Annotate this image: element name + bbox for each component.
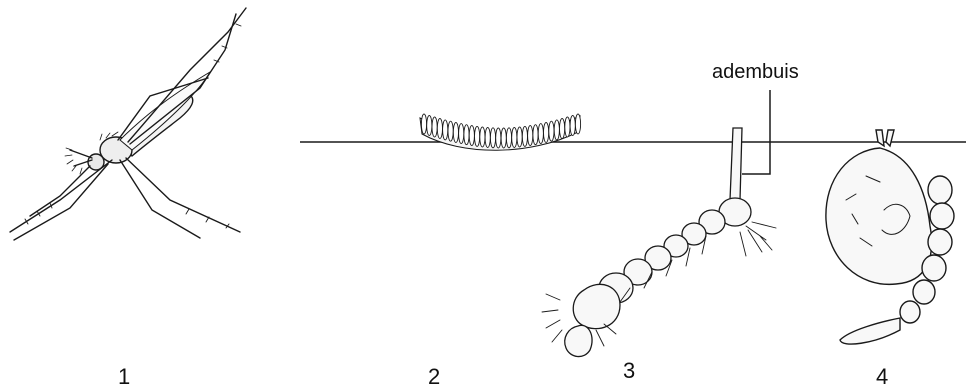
egg-cell bbox=[538, 124, 543, 144]
egg-cell bbox=[501, 128, 506, 148]
egg-cell bbox=[490, 128, 495, 148]
callout-leader-line bbox=[742, 90, 770, 174]
pupa-illustration bbox=[826, 130, 954, 344]
egg-cell bbox=[533, 125, 538, 145]
egg-cell bbox=[522, 126, 527, 146]
egg-cell bbox=[570, 116, 575, 136]
egg-cell bbox=[554, 120, 559, 140]
egg-cell bbox=[432, 117, 437, 137]
egg-cell bbox=[459, 124, 464, 144]
egg-cell bbox=[443, 120, 448, 140]
egg-cell bbox=[512, 128, 517, 148]
egg-cell bbox=[517, 127, 522, 147]
egg-cell bbox=[565, 117, 570, 137]
egg-cell bbox=[485, 128, 490, 148]
egg-cell bbox=[575, 114, 580, 134]
egg-cell bbox=[437, 119, 442, 139]
egg-cell bbox=[549, 121, 554, 141]
larva-illustration bbox=[542, 128, 776, 357]
egg-cell bbox=[496, 128, 501, 148]
figure-number-3: 3 bbox=[623, 358, 635, 383]
figure-number-1: 1 bbox=[118, 364, 130, 385]
adult-mosquito-illustration bbox=[10, 8, 246, 240]
egg-cell bbox=[421, 114, 426, 134]
egg-cell bbox=[475, 126, 480, 146]
egg-cell bbox=[469, 126, 474, 146]
egg-cell bbox=[560, 119, 565, 139]
egg-cell bbox=[464, 125, 469, 145]
egg-cell bbox=[448, 121, 453, 141]
egg-cell bbox=[453, 123, 458, 143]
egg-cell bbox=[506, 128, 511, 148]
figure-number-2: 2 bbox=[428, 364, 440, 385]
egg-cell bbox=[480, 127, 485, 147]
siphon-label: adembuis bbox=[712, 61, 799, 83]
figure-number-4: 4 bbox=[876, 364, 888, 385]
egg-cell bbox=[528, 126, 533, 146]
egg-cell bbox=[427, 116, 432, 136]
egg-cell bbox=[544, 123, 549, 143]
